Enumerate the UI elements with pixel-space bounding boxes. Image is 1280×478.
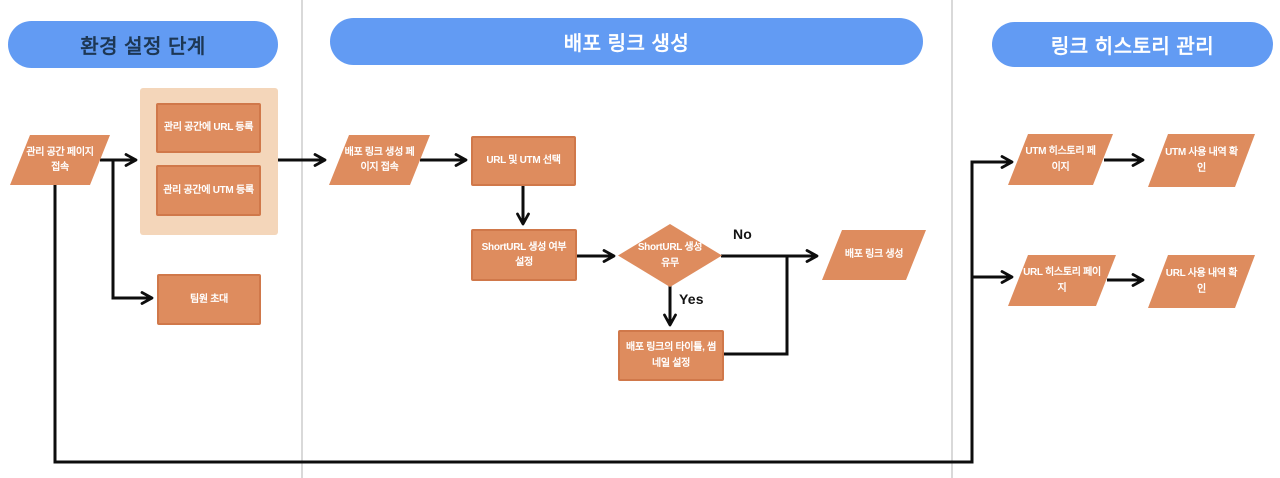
node-deploy-page: 배포 링크 생성 페이지 접속 [329, 135, 430, 185]
section-divider [301, 0, 303, 478]
section-title: 환경 설정 단계 [80, 36, 206, 58]
node-register-url: 관리 공간에 URL 등록 [156, 103, 261, 153]
node-url-usage-check: URL 사용 내역 확인 [1148, 255, 1255, 308]
section-title: 링크 히스토리 관리 [1050, 36, 1215, 58]
node-shorturl-decision: ShortURL 생성 유무 [618, 224, 722, 287]
edge-label-yes: Yes [679, 291, 704, 307]
section-divider [951, 0, 953, 478]
node-utm-usage-check: UTM 사용 내역 확인 [1148, 134, 1255, 187]
section-header-setup: 환경 설정 단계 [8, 21, 278, 68]
node-utm-history-page: UTM 히스토리 페이지 [1008, 134, 1113, 185]
section-header-deploy: 배포 링크 생성 [330, 18, 923, 65]
node-url-history-page: URL 히스토리 페이지 [1008, 255, 1116, 306]
node-create-link: 배포 링크 생성 [822, 230, 926, 280]
node-invite-member: 팀원 초대 [157, 274, 261, 325]
node-title-thumbnail: 배포 링크의 타이틀, 썸네일 설정 [618, 330, 724, 381]
node-select-url-utm: URL 및 UTM 선택 [471, 136, 576, 186]
node-register-utm: 관리 공간에 UTM 등록 [156, 165, 261, 216]
node-admin-page: 관리 공간 페이지 접속 [10, 135, 110, 185]
node-shorturl-setting: ShortURL 생성 여부 설정 [471, 229, 577, 281]
section-title: 배포 링크 생성 [563, 33, 690, 55]
section-header-history: 링크 히스토리 관리 [992, 22, 1273, 67]
edge-label-no: No [733, 226, 753, 242]
